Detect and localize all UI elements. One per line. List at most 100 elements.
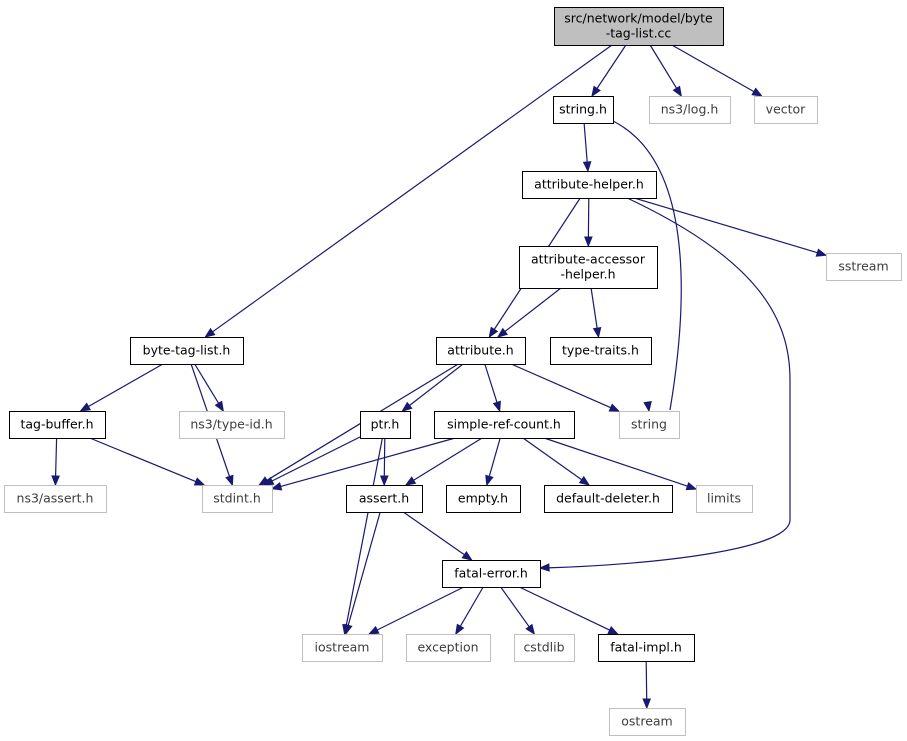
node-box: [436, 337, 526, 365]
node-fatal-error-h[interactable]: fatal-error.h: [442, 560, 541, 588]
node-ns3-log-h: ns3/log.h: [649, 96, 731, 124]
edge-attribute-helper-h-to-attribute-accessor-helper-h: [584, 197, 593, 248]
edge-simple-ref-count-h-to-default-deleter-h: [522, 437, 591, 486]
node-attribute-accessor-helper-h[interactable]: attribute-accessor-helper.h: [519, 246, 658, 289]
node-tag-buffer-h[interactable]: tag-buffer.h: [9, 411, 106, 439]
node-ns3-assert-h: ns3/assert.h: [4, 485, 107, 513]
node-main[interactable]: src/network/model/byte-tag-list.cc: [554, 7, 724, 46]
node-ptr-h[interactable]: ptr.h: [360, 411, 411, 439]
edge-main-to-vector: [671, 44, 763, 97]
node-box: [514, 634, 575, 662]
node-label: type-traits.h: [562, 343, 639, 358]
node-limits: limits: [696, 485, 753, 513]
edge-attribute-helper-h-to-sstream: [634, 197, 828, 257]
node-label: string: [631, 417, 667, 432]
edge-fatal-impl-h-to-ostream: [642, 660, 652, 710]
edge-attribute-accessor-helper-h-to-attribute-h: [496, 287, 562, 338]
edge-byte-tag-list-h-to-ns3-type-id-h: [194, 363, 224, 413]
node-label: tag-buffer.h: [20, 417, 93, 432]
edge-simple-ref-count-h-to-assert-h: [404, 437, 483, 486]
node-box: [609, 708, 686, 736]
node-attribute-h[interactable]: attribute.h: [436, 337, 526, 365]
edge-simple-ref-count-h-to-stdint-h: [270, 437, 456, 491]
node-string: string: [619, 411, 680, 439]
edge-attribute-h-to-string: [510, 363, 621, 412]
node-label: cstdlib: [523, 640, 564, 655]
node-fatal-impl-h[interactable]: fatal-impl.h: [598, 634, 695, 662]
node-box: [446, 485, 521, 513]
edge-ptr-h-to-assert-h: [379, 437, 389, 487]
node-label: byte-tag-list.h: [143, 343, 231, 358]
node-label: ns3/log.h: [661, 102, 719, 117]
edge-attribute-accessor-helper-h-to-type-traits-h: [590, 287, 602, 339]
node-box: [202, 485, 273, 513]
node-label: empty.h: [458, 491, 508, 506]
edges-layer: [51, 44, 828, 710]
node-simple-ref-count-h[interactable]: simple-ref-count.h: [434, 411, 575, 439]
node-label: -tag-list.cc: [606, 26, 672, 41]
node-box: [826, 253, 902, 281]
node-box: [696, 485, 753, 513]
edge-attribute-h-to-stdint-h: [258, 363, 459, 486]
node-attribute-helper-h[interactable]: attribute-helper.h: [522, 171, 657, 199]
node-label: ostream: [621, 714, 672, 729]
edge-assert-h-to-iostream: [344, 511, 381, 636]
node-sstream: sstream: [826, 253, 902, 281]
node-byte-tag-list-h[interactable]: byte-tag-list.h: [130, 337, 244, 365]
node-label: attribute.h: [447, 343, 513, 358]
node-vector: vector: [754, 96, 818, 124]
node-iostream: iostream: [302, 634, 383, 662]
node-box: [9, 411, 106, 439]
node-label: string.h: [559, 102, 607, 117]
node-label: ptr.h: [371, 417, 400, 432]
edge-attribute-h-to-ptr-h: [401, 363, 464, 412]
node-label: ns3/type-id.h: [190, 417, 272, 432]
node-ostream: ostream: [609, 708, 686, 736]
node-box: [619, 411, 680, 439]
node-box: [346, 485, 423, 513]
edge-attribute-helper-h-to-fatal-error-h: [538, 196, 791, 572]
edge-fatal-error-h-to-cstdlib: [500, 586, 536, 636]
edge-byte-tag-list-h-to-tag-buffer-h: [79, 363, 164, 412]
node-label: simple-ref-count.h: [447, 417, 561, 432]
node-box: [130, 337, 244, 365]
node-box: [550, 337, 652, 365]
node-ns3-type-id-h: ns3/type-id.h: [179, 411, 285, 439]
node-label: fatal-error.h: [454, 566, 528, 581]
node-cstdlib: cstdlib: [514, 634, 575, 662]
node-label: src/network/model/byte: [564, 11, 713, 26]
node-label: iostream: [315, 640, 370, 655]
edge-main-to-string-h: [591, 44, 627, 98]
node-stdint-h: stdint.h: [202, 485, 273, 513]
node-label: stdint.h: [213, 491, 261, 506]
node-string-h[interactable]: string.h: [553, 96, 614, 124]
node-type-traits-h[interactable]: type-traits.h: [550, 337, 652, 365]
node-box: [554, 7, 724, 46]
node-label: ns3/assert.h: [17, 491, 94, 506]
edge-simple-ref-count-h-to-limits: [543, 437, 698, 491]
node-label: default-deleter.h: [556, 491, 660, 506]
nodes-layer: src/network/model/byte-tag-list.cc string…: [4, 7, 902, 736]
node-box: [4, 485, 107, 513]
node-box: [179, 411, 285, 439]
edge-main-to-ns3-log-h: [649, 44, 683, 98]
edge-string-h-to-string: [612, 120, 682, 413]
node-box: [434, 411, 575, 439]
node-assert-h[interactable]: assert.h: [346, 485, 423, 513]
node-empty-h[interactable]: empty.h: [446, 485, 521, 513]
node-label: limits: [707, 491, 741, 506]
edge-assert-h-to-fatal-error-h: [402, 511, 473, 561]
node-label: sstream: [838, 259, 888, 274]
node-exception: exception: [406, 634, 491, 662]
node-box: [598, 634, 695, 662]
edge-simple-ref-count-h-to-empty-h: [485, 437, 501, 487]
node-box: [519, 246, 658, 289]
edge-fatal-error-h-to-fatal-impl-h: [519, 586, 619, 635]
node-label: exception: [417, 640, 478, 655]
node-box: [360, 411, 411, 439]
node-default-deleter-h[interactable]: default-deleter.h: [544, 485, 673, 513]
node-label: assert.h: [359, 491, 409, 506]
edge-fatal-error-h-to-exception: [455, 586, 484, 636]
node-box: [754, 96, 818, 124]
